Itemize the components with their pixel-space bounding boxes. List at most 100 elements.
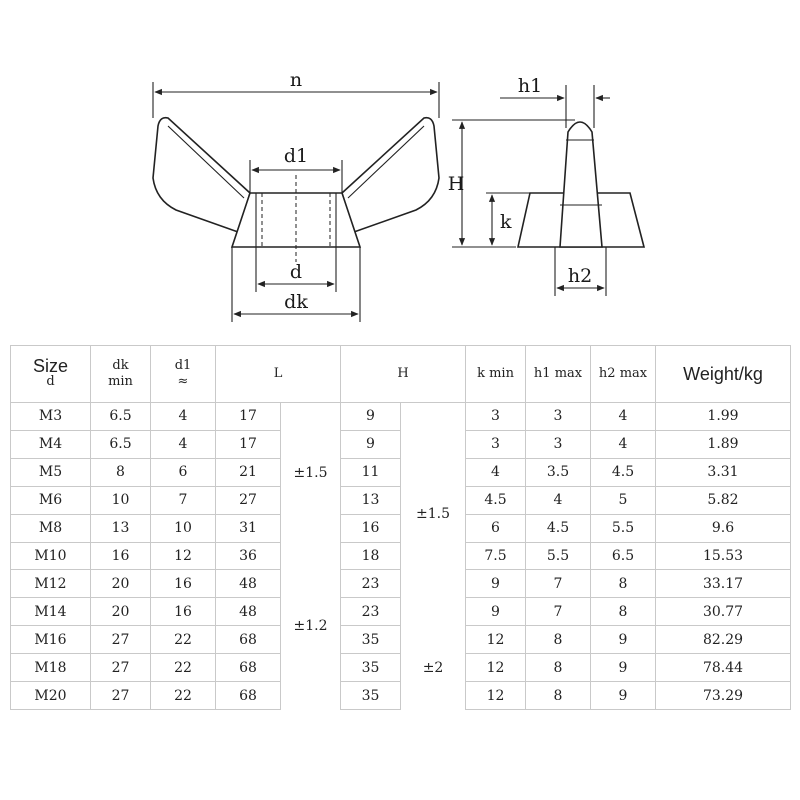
- cell-h1: 3: [525, 402, 592, 431]
- cell-dk: 6.5: [90, 429, 151, 459]
- cell-h2: 8: [590, 597, 657, 627]
- cell-h2: 6.5: [590, 541, 657, 571]
- cell-L-tolerance: ±1.5: [279, 402, 342, 543]
- cell-d1: 12: [150, 541, 216, 571]
- header-h1: h1 max: [525, 345, 592, 403]
- cell-L: 17: [215, 429, 281, 459]
- header-d1: d1 ≈: [150, 345, 216, 403]
- cell-H: 11: [340, 457, 402, 487]
- cell-d1: 16: [150, 597, 216, 627]
- header-k: k min: [465, 345, 527, 403]
- front-view: n d1 d dk: [152, 69, 440, 322]
- cell-size: M5: [10, 457, 91, 487]
- cell-size: M8: [10, 513, 91, 543]
- side-wing-shape: [559, 121, 603, 248]
- side-view: h1 H k h2: [448, 75, 646, 296]
- cell-H: 35: [340, 653, 402, 683]
- cell-size: M12: [10, 569, 91, 599]
- cell-k: 12: [465, 625, 527, 655]
- header-size: Size d: [10, 345, 91, 403]
- cell-dk: 27: [90, 681, 151, 710]
- cell-dk: 13: [90, 513, 151, 543]
- cell-weight: 9.6: [655, 513, 792, 543]
- label-d1: d1: [284, 145, 308, 167]
- cell-weight: 78.44: [655, 653, 792, 683]
- right-wing-shape: [341, 116, 440, 234]
- left-wing-shape: [152, 116, 251, 234]
- cell-size: M20: [10, 681, 91, 710]
- cell-dk: 27: [90, 653, 151, 683]
- cell-h1: 8: [525, 681, 592, 710]
- cell-dk: 27: [90, 625, 151, 655]
- cell-k: 12: [465, 653, 527, 683]
- cell-H: 9: [340, 402, 402, 431]
- cell-k: 3: [465, 402, 527, 431]
- cell-dk: 8: [90, 457, 151, 487]
- header-d1-label: d1: [174, 358, 192, 373]
- cell-d1: 16: [150, 569, 216, 599]
- cell-size: M4: [10, 429, 91, 459]
- cell-h2: 8: [590, 569, 657, 599]
- header-h2: h2 max: [590, 345, 657, 403]
- cell-dk: 20: [90, 597, 151, 627]
- cell-h2: 4.5: [590, 457, 657, 487]
- cell-d1: 4: [150, 402, 216, 431]
- label-n: n: [290, 69, 302, 91]
- header-dk-sub: min: [108, 374, 133, 389]
- cell-L: 31: [215, 513, 281, 543]
- cell-size: M18: [10, 653, 91, 683]
- label-h2: h2: [568, 265, 592, 287]
- cell-h2: 4: [590, 402, 657, 431]
- label-H: H: [448, 173, 465, 195]
- cell-L: 27: [215, 485, 281, 515]
- cell-k: 9: [465, 597, 527, 627]
- cell-k: 4.5: [465, 485, 527, 515]
- cell-L-tolerance: ±1.2: [279, 542, 342, 710]
- label-k: k: [500, 211, 512, 233]
- cell-size: M14: [10, 597, 91, 627]
- cell-k: 3: [465, 429, 527, 459]
- cell-d1: 4: [150, 429, 216, 459]
- cell-weight: 33.17: [655, 569, 792, 599]
- cell-weight: 73.29: [655, 681, 792, 710]
- cell-weight: 1.89: [655, 429, 792, 459]
- header-H: H: [340, 345, 467, 403]
- header-weight: Weight/kg: [655, 345, 792, 403]
- cell-h2: 9: [590, 681, 657, 710]
- cell-L: 68: [215, 653, 281, 683]
- cell-d1: 22: [150, 625, 216, 655]
- cell-H-tolerance: ±2: [400, 625, 467, 710]
- header-size-sub: d: [46, 374, 55, 389]
- cell-h1: 5.5: [525, 541, 592, 571]
- cell-size: M10: [10, 541, 91, 571]
- spec-table: Size d dk min d1 ≈ L H k min h1 max h2 m…: [10, 345, 792, 710]
- cell-h1: 7: [525, 569, 592, 599]
- cell-weight: 3.31: [655, 457, 792, 487]
- header-dk: dk min: [90, 345, 151, 403]
- cell-d1: 10: [150, 513, 216, 543]
- cell-weight: 1.99: [655, 402, 792, 431]
- label-d: d: [290, 261, 302, 283]
- cell-h2: 4: [590, 429, 657, 459]
- cell-dk: 16: [90, 541, 151, 571]
- cell-H: 9: [340, 429, 402, 459]
- cell-h2: 9: [590, 625, 657, 655]
- cell-h1: 3.5: [525, 457, 592, 487]
- header-L: L: [214, 345, 342, 403]
- header-d1-sub: ≈: [177, 374, 189, 389]
- cell-h2: 9: [590, 653, 657, 683]
- cell-weight: 15.53: [655, 541, 792, 571]
- cell-size: M6: [10, 485, 91, 515]
